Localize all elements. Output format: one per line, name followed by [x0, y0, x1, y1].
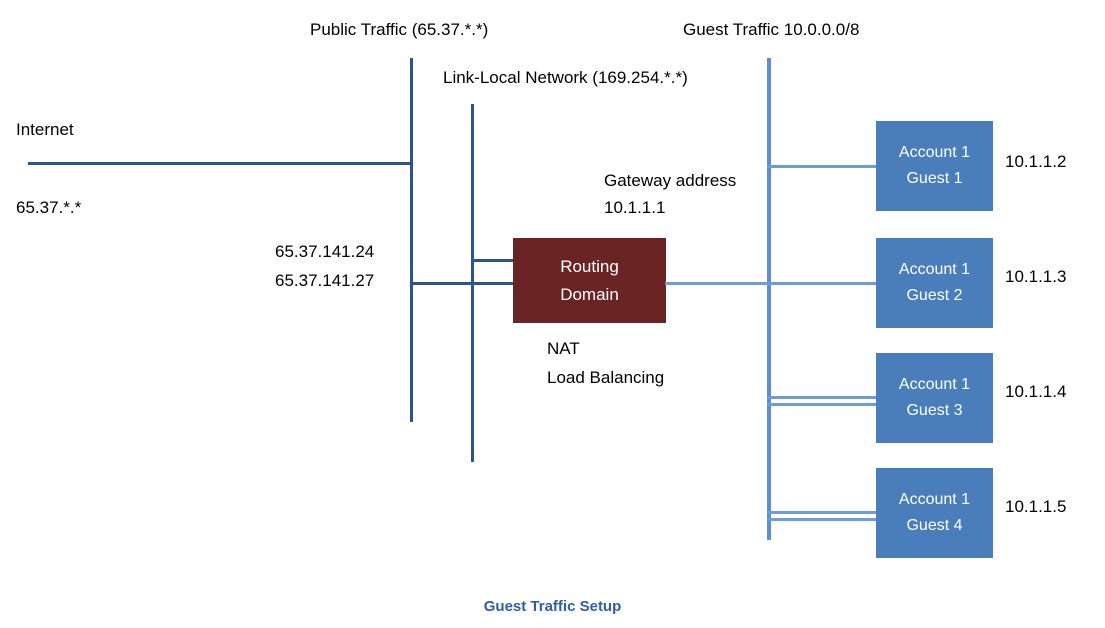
public-traffic-trunk-line	[410, 58, 413, 422]
guest-4-connector-line-secondary	[767, 518, 877, 521]
guest-3-ip: 10.1.1.4	[1005, 382, 1067, 401]
guest-1-ip: 10.1.1.2	[1005, 152, 1067, 171]
guest-3-connector-line-secondary	[767, 403, 877, 406]
load-balancing-label: Load Balancing	[547, 368, 665, 387]
guest-1-account: Account 1	[898, 144, 971, 161]
guest-2-ip: 10.1.1.3	[1005, 267, 1067, 286]
routing-domain-label-line1: Routing	[560, 256, 619, 276]
guest-1-name: Guest 1	[906, 170, 963, 187]
guest-traffic-trunk-line	[767, 58, 771, 540]
guest-box-1[interactable]: Account 1 Guest 1	[876, 121, 993, 211]
public-ip-2-label: 65.37.141.27	[275, 271, 375, 290]
public-traffic-label: Public Traffic (65.37.*.*)	[310, 20, 489, 39]
guest-3-connector-line	[767, 396, 877, 399]
guest-1-connector-line	[767, 165, 877, 168]
guest-traffic-label: Guest Traffic 10.0.0.0/8	[683, 20, 860, 39]
guest-box-3[interactable]: Account 1 Guest 3	[876, 353, 993, 443]
link-local-network-label: Link-Local Network (169.254.*.*)	[443, 68, 688, 87]
guest-4-account: Account 1	[898, 491, 971, 508]
guest-box-2[interactable]: Account 1 Guest 2	[876, 238, 993, 328]
guest-box-4[interactable]: Account 1 Guest 4	[876, 468, 993, 558]
guest-3-name: Guest 3	[906, 402, 963, 419]
guest-4-connector-line	[767, 511, 877, 514]
public-ip-1-label: 65.37.141.24	[275, 242, 375, 261]
nat-label: NAT	[547, 339, 580, 358]
internet-address-label: 65.37.*.*	[16, 198, 82, 217]
internet-label: Internet	[16, 120, 74, 139]
routing-domain-label-line2: Domain	[560, 284, 619, 304]
public-to-routing-domain-line	[410, 282, 515, 285]
diagram-caption: Guest Traffic Setup	[483, 598, 622, 615]
guest-4-ip: 10.1.1.5	[1005, 497, 1067, 516]
guest-2-account: Account 1	[898, 261, 971, 278]
guest-3-account: Account 1	[898, 376, 971, 393]
gateway-address-label: Gateway address	[604, 171, 737, 190]
internet-connection-line	[28, 162, 413, 165]
link-local-to-routing-domain-line	[471, 259, 515, 262]
guest-2-name: Guest 2	[906, 287, 963, 304]
routing-domain-box[interactable]: Routing Domain	[513, 238, 666, 323]
guest-4-name: Guest 4	[906, 517, 963, 534]
gateway-address-value: 10.1.1.1	[604, 198, 666, 217]
routing-domain-to-guest-trunk-line	[665, 282, 877, 285]
